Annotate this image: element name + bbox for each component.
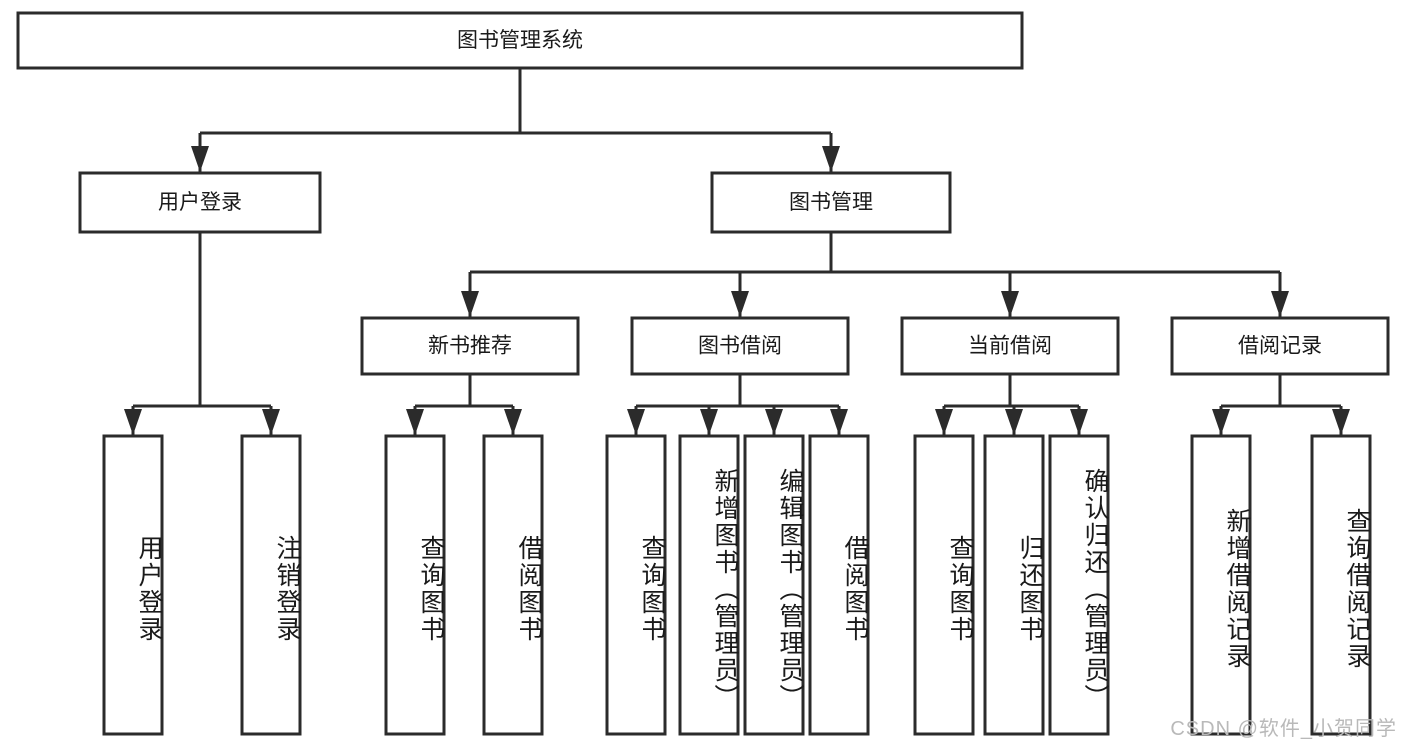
arrow-head-icon — [1212, 409, 1230, 435]
leaf-node-8[interactable] — [808, 434, 870, 736]
arrow-head-icon — [1005, 409, 1023, 435]
arrow-head-icon — [504, 409, 522, 435]
arrow-head-icon — [461, 291, 479, 317]
arrow-head-icon — [124, 409, 142, 435]
level2-node-1-label: 用户登录 — [158, 191, 242, 214]
arrow-head-icon — [1070, 409, 1088, 435]
leaf-node-12[interactable] — [1190, 434, 1252, 736]
level2-node-2-label: 图书管理 — [789, 191, 873, 214]
arrow-head-icon — [1271, 291, 1289, 317]
arrow-head-icon — [191, 146, 209, 172]
level2-node-1[interactable] — [78, 171, 322, 234]
level3-node-4[interactable] — [1170, 316, 1390, 376]
box-layer — [16, 11, 1390, 736]
arrow-head-icon — [935, 409, 953, 435]
leaf-node-1[interactable] — [102, 434, 164, 736]
level3-node-2-label: 图书借阅 — [698, 335, 782, 358]
leaf-node-6[interactable] — [678, 434, 740, 736]
arrow-head-icon — [627, 409, 645, 435]
root-node-book-management-system-label: 图书管理系统 — [457, 29, 583, 52]
root-node-book-management-system[interactable] — [16, 11, 1024, 70]
arrow-head-icon — [262, 409, 280, 435]
level3-node-3-label: 当前借阅 — [968, 335, 1052, 358]
arrow-head-icon — [700, 409, 718, 435]
leaf-node-9[interactable] — [913, 434, 975, 736]
watermark-text: CSDN @软件_小贺同学 — [1170, 718, 1397, 740]
leaf-node-7[interactable] — [743, 434, 805, 736]
leaf-node-3[interactable] — [384, 434, 446, 736]
leaf-node-13[interactable] — [1310, 434, 1372, 736]
arrow-head-icon — [1332, 409, 1350, 435]
leaf-node-5[interactable] — [605, 434, 667, 736]
level3-node-3[interactable] — [900, 316, 1120, 376]
level3-node-1-label: 新书推荐 — [428, 335, 512, 358]
arrow-head-icon — [731, 291, 749, 317]
arrow-head-icon — [406, 409, 424, 435]
arrow-head-icon — [765, 409, 783, 435]
level3-node-1[interactable] — [360, 316, 580, 376]
level2-node-2[interactable] — [710, 171, 952, 234]
leaf-node-10[interactable] — [983, 434, 1045, 736]
arrow-head-icon — [822, 146, 840, 172]
leaf-node-2[interactable] — [240, 434, 302, 736]
leaf-node-4[interactable] — [482, 434, 544, 736]
level3-node-4-label: 借阅记录 — [1238, 335, 1322, 358]
leaf-node-11[interactable] — [1048, 434, 1110, 736]
connector-layer — [124, 68, 1350, 435]
arrow-head-icon — [830, 409, 848, 435]
arrow-head-icon — [1001, 291, 1019, 317]
level3-node-2[interactable] — [630, 316, 850, 376]
